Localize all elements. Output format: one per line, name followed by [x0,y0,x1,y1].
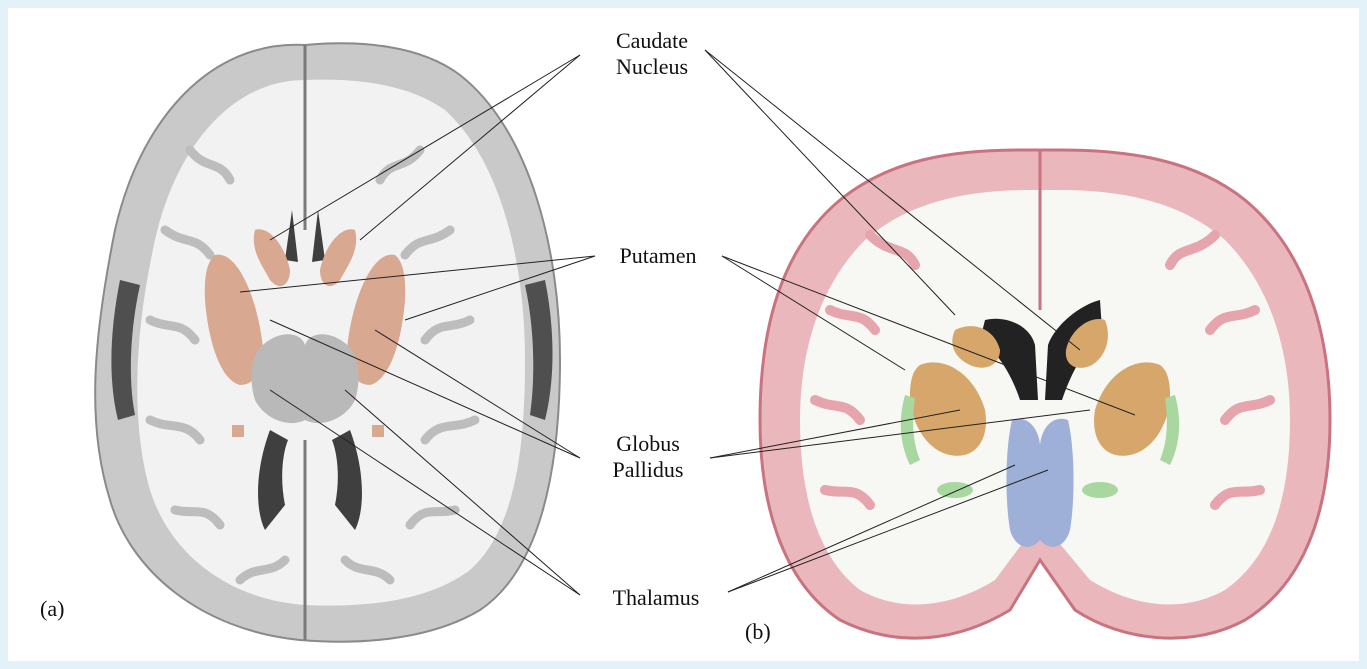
coronal-brain-section [760,150,1330,638]
label-thalamus: Thalamus [586,585,726,611]
coronal-thalamus-right [1040,419,1074,547]
axial-brain-section [95,43,560,641]
axial-tail-right [372,425,384,437]
label-globus-pallidus: Globus Pallidus [588,431,708,483]
axial-tail-left [232,425,244,437]
coronal-thalamus-left [1006,419,1040,547]
panel-label-a: (a) [40,596,64,622]
coronal-green-lower-left [937,482,973,498]
coronal-green-lower-right [1082,482,1118,498]
label-caudate-nucleus: Caudate Nucleus [592,28,712,80]
label-putamen: Putamen [598,243,718,269]
panel-label-b: (b) [745,619,771,645]
